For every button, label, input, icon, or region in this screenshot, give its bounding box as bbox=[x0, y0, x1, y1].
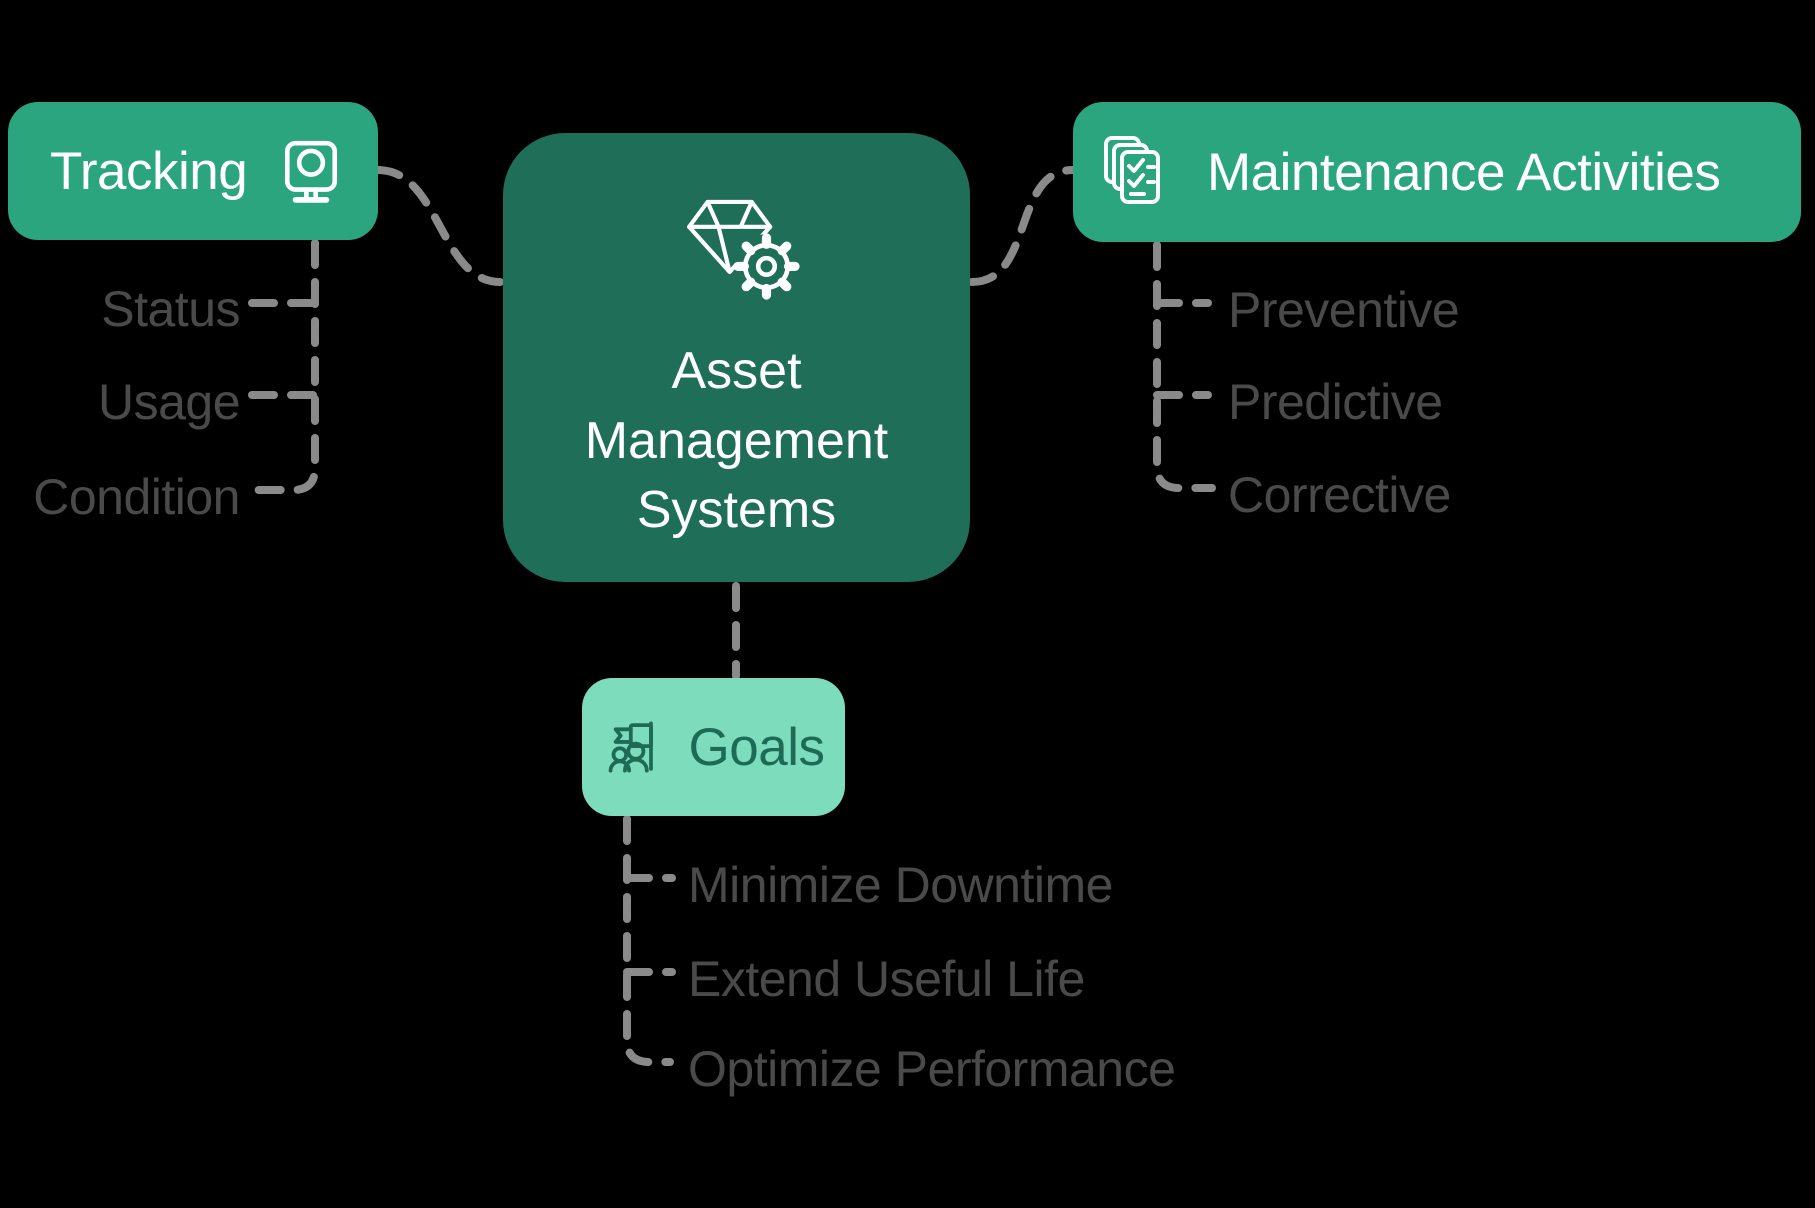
child-item-predictive: Predictive bbox=[1228, 374, 1443, 430]
maintenance-node: Maintenance Activities bbox=[1073, 102, 1801, 242]
goals-node-label: Goals bbox=[688, 717, 825, 777]
tracking-node: Tracking bbox=[8, 102, 378, 240]
gem-gear-icon bbox=[686, 199, 800, 300]
center-node-label: Asset Management Systems bbox=[584, 342, 889, 540]
connector-tracking-trunk bbox=[248, 239, 319, 494]
center-node: Asset Management Systems bbox=[503, 133, 970, 582]
team-flag-icon bbox=[608, 721, 653, 773]
connector-goals-trunk bbox=[623, 815, 674, 1066]
child-item-minimize-downtime: Minimize Downtime bbox=[688, 857, 1113, 913]
child-item-corrective: Corrective bbox=[1228, 467, 1451, 523]
child-item-condition: Condition bbox=[33, 469, 240, 525]
child-item-optimize-performance: Optimize Performance bbox=[688, 1041, 1176, 1097]
checklist-stack-icon bbox=[1104, 136, 1160, 204]
child-item-preventive: Preventive bbox=[1228, 282, 1460, 338]
tracking-node-label: Tracking bbox=[50, 141, 248, 201]
child-item-usage: Usage bbox=[97, 374, 241, 430]
connector-maintenance-trunk bbox=[1153, 241, 1216, 492]
child-item-status: Status bbox=[101, 281, 240, 337]
maintenance-node-label: Maintenance Activities bbox=[1207, 142, 1721, 202]
monitor-tracker-icon bbox=[284, 140, 338, 203]
goals-node: Goals bbox=[582, 678, 845, 816]
connector-tracking-to-center bbox=[374, 166, 504, 286]
child-item-extend-useful-life: Extend Useful Life bbox=[688, 951, 1085, 1007]
connector-center-to-maintenance bbox=[968, 166, 1077, 286]
